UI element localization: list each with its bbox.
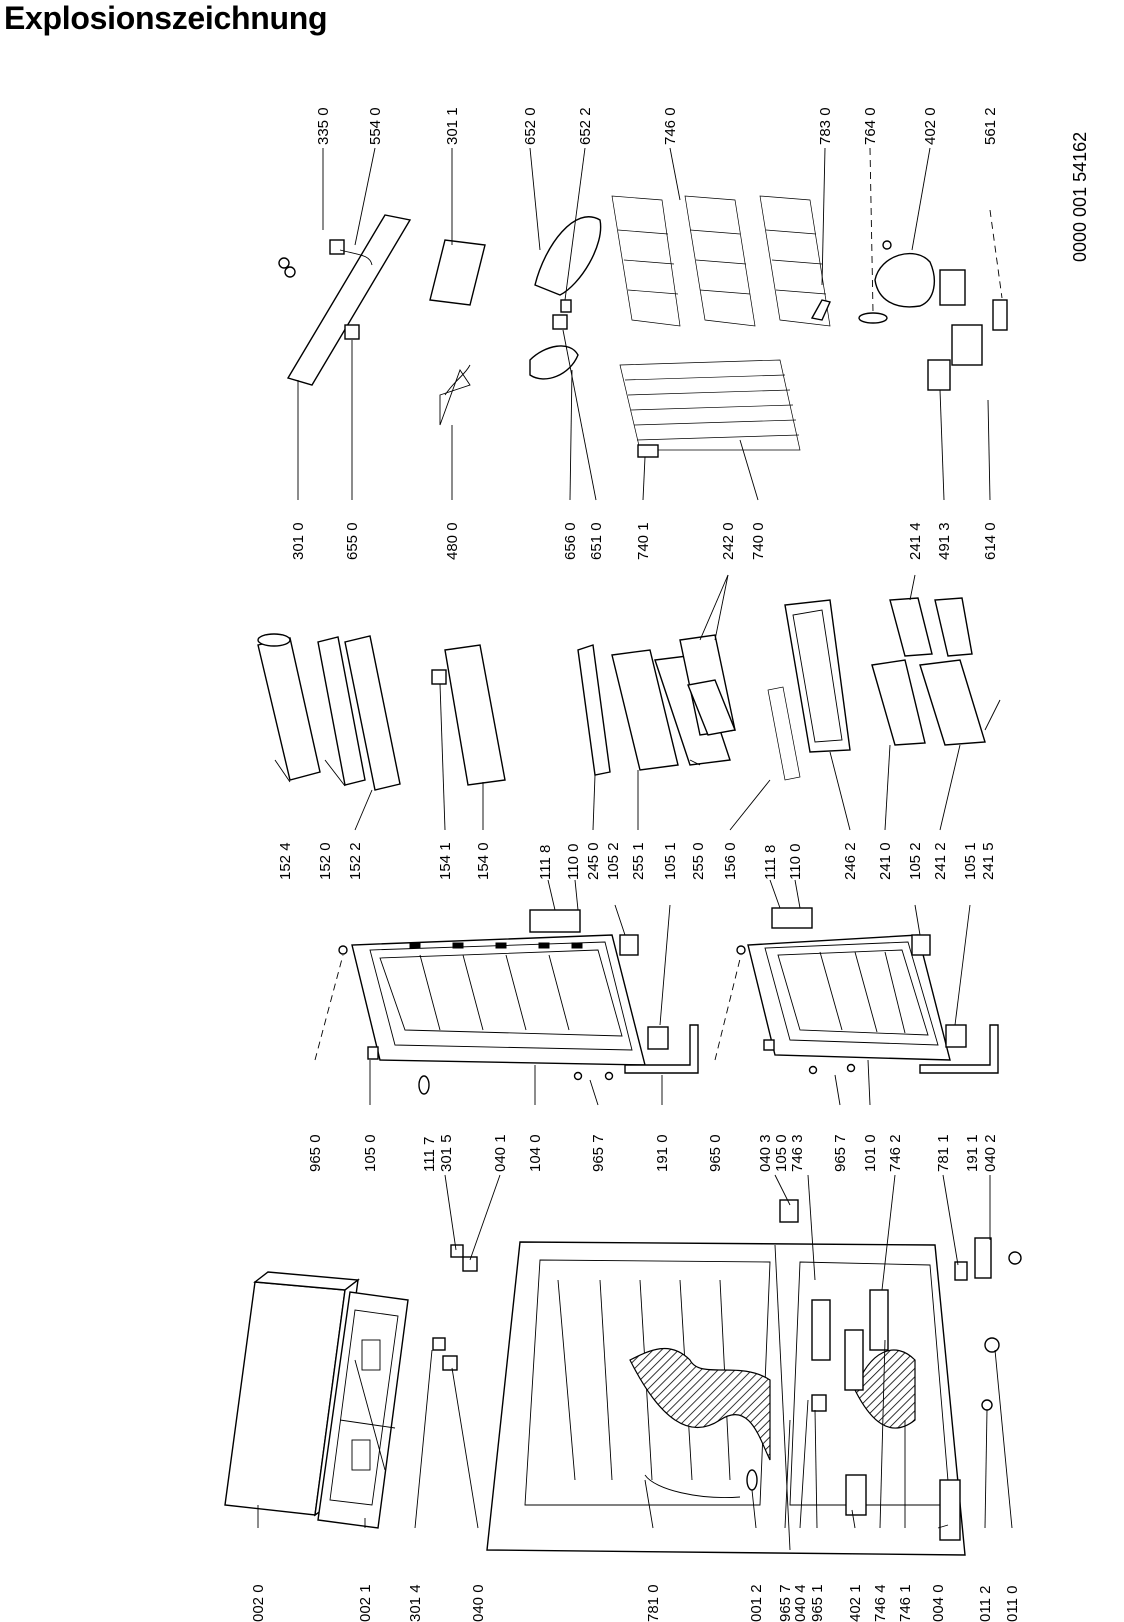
label-040-1: 040 1 — [492, 1134, 509, 1172]
label-746-2: 746 2 — [887, 1134, 904, 1172]
label-156-0: 156 0 — [722, 842, 739, 880]
label-105-2: 105 2 — [907, 842, 924, 880]
label-152-4: 152 4 — [277, 842, 294, 880]
page-title: Explosionszeichnung — [4, 0, 328, 36]
door-balconies — [257, 633, 506, 791]
label-491-3: 491 3 — [936, 522, 953, 560]
label-561-2: 561 2 — [982, 107, 999, 145]
label-246-2: 246 2 — [842, 842, 859, 880]
document-number: 0000 001 54162 — [1070, 132, 1090, 262]
label-301-1: 301 1 — [444, 107, 461, 145]
label-614-0: 614 0 — [982, 522, 999, 560]
label-040-0: 040 0 — [470, 1584, 487, 1622]
label-255-0: 255 0 — [690, 842, 707, 880]
label-746-1: 746 1 — [897, 1584, 914, 1622]
part-labels-bottom-row: 002 0 002 1 301 4 040 0 781 0 001 2 965 … — [250, 1584, 1021, 1622]
label-746-3: 746 3 — [789, 1134, 806, 1172]
label-154-1: 154 1 — [437, 842, 454, 880]
label-651-0: 651 0 — [588, 522, 605, 560]
label-480-0: 480 0 — [444, 522, 461, 560]
upper-door-104-0 — [338, 909, 699, 1095]
label-111-7: 111 7 — [421, 1137, 438, 1172]
label-101-0: 101 0 — [862, 1134, 879, 1172]
label-242-0: 242 0 — [720, 522, 737, 560]
leader-lines — [257, 147, 1013, 1529]
label-191-1: 191 1 — [964, 1134, 981, 1172]
cover-and-wiring — [429, 239, 486, 426]
label-965-7: 965 7 — [832, 1134, 849, 1172]
label-105-0: 105 0 — [773, 1134, 790, 1172]
part-labels-door-row: 965 0 105 0 111 7 301 5 040 1 104 0 965 … — [307, 1134, 999, 1172]
label-965-0: 965 0 — [707, 1134, 724, 1172]
label-105-1: 105 1 — [662, 842, 679, 880]
label-402-1: 402 1 — [847, 1584, 864, 1622]
label-301-4: 301 4 — [407, 1584, 424, 1622]
label-965-7: 965 7 — [590, 1134, 607, 1172]
label-652-2: 652 2 — [577, 107, 594, 145]
label-965-0: 965 0 — [307, 1134, 324, 1172]
label-746-0: 746 0 — [662, 107, 679, 145]
label-040-4: 040 4 — [792, 1584, 809, 1622]
label-965-1: 965 1 — [809, 1584, 826, 1622]
label-241-0: 241 0 — [877, 842, 894, 880]
part-labels-top-row: 335 0 554 0 301 1 652 0 652 2 746 0 783 … — [315, 107, 999, 145]
label-301-5: 301 5 — [438, 1134, 455, 1172]
label-004-0: 004 0 — [930, 1584, 947, 1622]
label-154-0: 154 0 — [475, 842, 492, 880]
label-152-2: 152 2 — [347, 842, 364, 880]
label-002-1: 002 1 — [357, 1584, 374, 1622]
fan-and-lamp — [529, 216, 602, 380]
label-241-4: 241 4 — [907, 522, 924, 560]
label-105-2: 105 2 — [605, 842, 622, 880]
label-655-0: 655 0 — [344, 522, 361, 560]
label-105-0: 105 0 — [362, 1134, 379, 1172]
label-301-0: 301 0 — [290, 522, 307, 560]
label-740-0: 740 0 — [750, 522, 767, 560]
label-241-2: 241 2 — [932, 842, 949, 880]
label-656-0: 656 0 — [562, 522, 579, 560]
label-241-5: 241 5 — [980, 842, 997, 880]
label-040-3: 040 3 — [757, 1134, 774, 1172]
evaporators-740-746 — [611, 195, 831, 458]
control-panel-301-0 — [278, 214, 412, 386]
label-152-0: 152 0 — [317, 842, 334, 880]
label-001-2: 001 2 — [748, 1584, 765, 1622]
worktop-frame-002-1 — [317, 1291, 409, 1529]
label-111-8: 111 8 — [762, 845, 779, 880]
label-335-0: 335 0 — [315, 107, 332, 145]
label-110-0: 110 0 — [565, 844, 582, 880]
small-parts-left — [432, 1199, 1022, 1541]
label-105-1: 105 1 — [962, 842, 979, 880]
label-402-0: 402 0 — [922, 107, 939, 145]
label-740-1: 740 1 — [635, 522, 652, 560]
label-110-0: 110 0 — [787, 844, 804, 880]
label-040-2: 040 2 — [982, 1134, 999, 1172]
label-783-0: 783 0 — [817, 107, 834, 145]
label-746-4: 746 4 — [872, 1584, 889, 1622]
part-labels-mid-row: 301 0 655 0 480 0 656 0 651 0 740 1 242 … — [290, 522, 999, 560]
label-104-0: 104 0 — [527, 1134, 544, 1172]
label-191-0: 191 0 — [654, 1134, 671, 1172]
label-111-8: 111 8 — [537, 845, 554, 880]
part-labels-shelf-row: 152 4 152 0 152 2 154 1 154 0 111 8 110 … — [277, 842, 997, 880]
label-965-7: 965 7 — [777, 1584, 794, 1622]
label-781-0: 781 0 — [645, 1584, 662, 1622]
label-245-0: 245 0 — [585, 842, 602, 880]
compressor-402-0 — [810, 240, 1008, 391]
label-255-1: 255 1 — [630, 842, 647, 880]
label-002-0: 002 0 — [250, 1584, 267, 1622]
freezer-shelves — [577, 597, 986, 781]
label-652-0: 652 0 — [522, 107, 539, 145]
label-554-0: 554 0 — [367, 107, 384, 145]
cabinet-body — [486, 1241, 966, 1556]
label-011-2: 011 2 — [977, 1586, 994, 1622]
lower-door-101-0 — [736, 907, 999, 1075]
label-764-0: 764 0 — [862, 107, 879, 145]
label-781-1: 781 1 — [935, 1134, 952, 1172]
label-011-0: 011 0 — [1004, 1586, 1021, 1622]
